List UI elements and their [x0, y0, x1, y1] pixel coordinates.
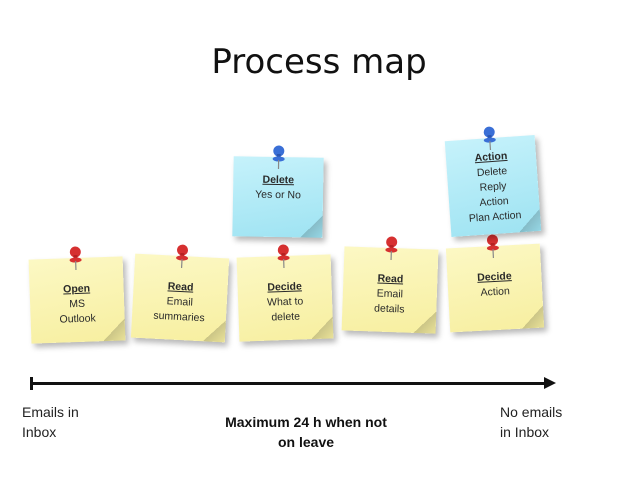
red-pin-icon	[486, 234, 499, 259]
note-read-details: Read Email details	[341, 236, 439, 334]
note-delete: Delete Yes or No	[232, 145, 324, 238]
blue-pin-icon	[272, 145, 285, 170]
timeline-center-label: Maximum 24 h when not on leave	[206, 412, 406, 452]
timeline-end-label-line: in Inbox	[500, 424, 550, 440]
page-curl	[202, 319, 226, 343]
red-pin-icon	[176, 244, 189, 269]
timeline-center-label-line: on leave	[277, 434, 335, 450]
timeline-start-label-line: Emails in	[22, 404, 79, 420]
timeline-start-label-line: Inbox	[22, 424, 57, 440]
timeline-end-label-line: No emails	[500, 404, 563, 420]
note-line: Yes or No	[255, 188, 301, 202]
red-pin-icon	[277, 244, 290, 269]
note-decide-action: Decide Action	[445, 234, 545, 333]
note-action: Action Delete Reply Action Plan Action	[444, 126, 542, 238]
page-curl	[521, 305, 545, 329]
timeline-start-tick	[30, 377, 33, 390]
red-pin-icon	[385, 236, 398, 261]
timeline-end-label: No emails in Inbox	[500, 402, 562, 442]
page-curl	[413, 310, 437, 334]
page-curl	[102, 318, 126, 342]
timeline-center-label-line: Maximum 24 h when not	[225, 414, 387, 430]
note-read-summaries: Read Email summaries	[130, 244, 230, 343]
note-heading: Delete	[262, 173, 295, 187]
blue-pin-icon	[483, 126, 496, 151]
page-title: Process map	[211, 42, 427, 82]
timeline-start-label: Emails in Inbox	[22, 402, 79, 442]
page-curl	[517, 208, 542, 233]
note-open: Open MS Outlook	[28, 246, 126, 344]
timeline-arrowhead-icon	[544, 377, 556, 389]
note-decide-delete: Decide What to delete	[236, 244, 334, 342]
page-curl	[300, 215, 323, 238]
timeline-arrow-line	[32, 382, 546, 385]
red-pin-icon	[69, 246, 82, 271]
page-curl	[310, 316, 334, 340]
